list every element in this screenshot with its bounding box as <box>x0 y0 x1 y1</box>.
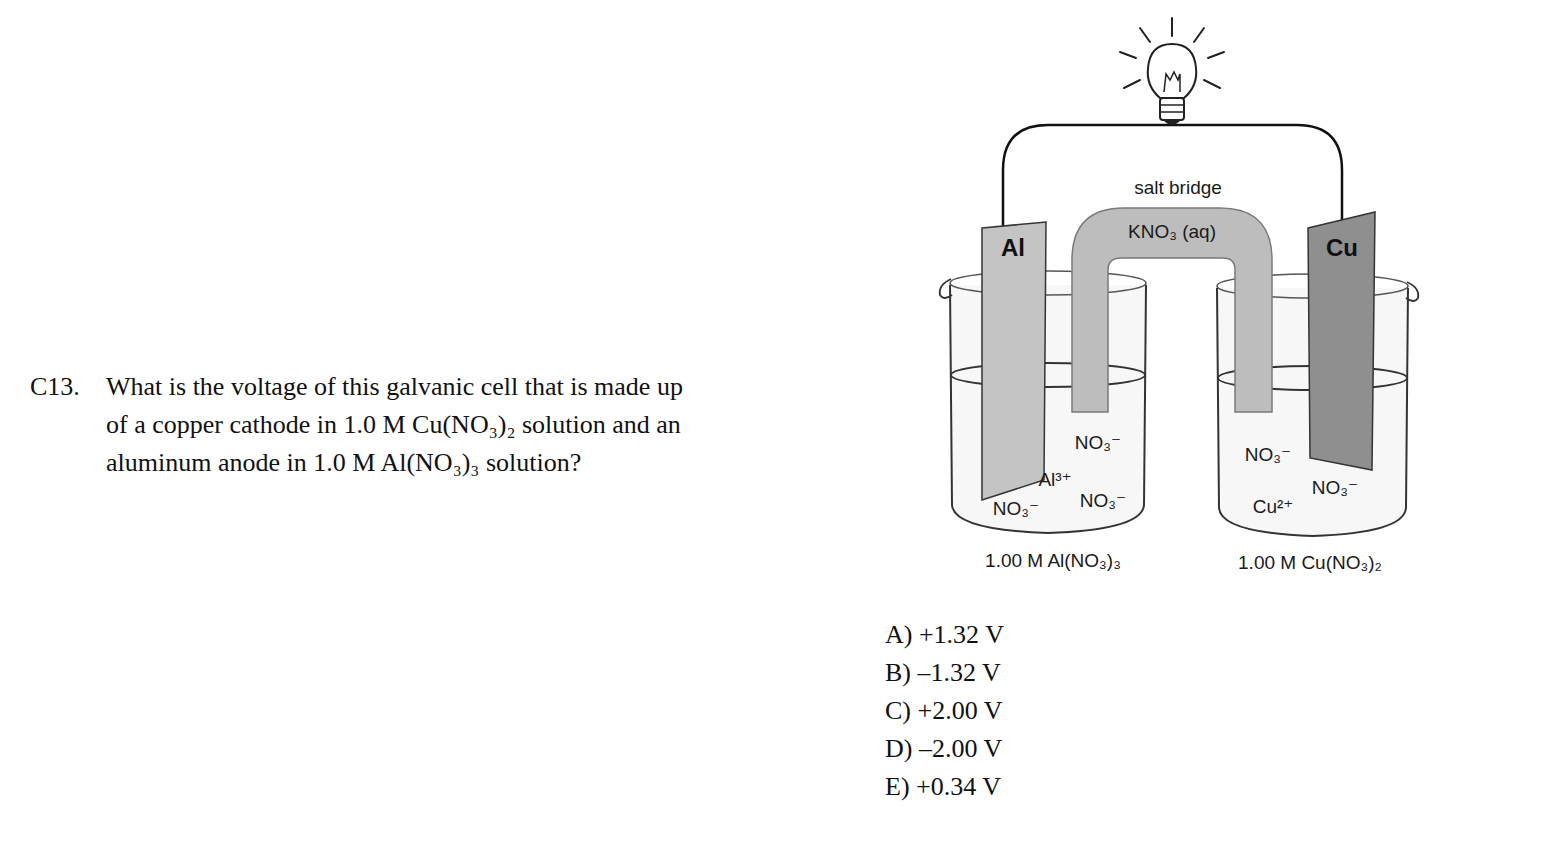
aluminum-electrode <box>982 222 1046 500</box>
salt-bridge: salt bridgeKNO₃ (aq) <box>1068 170 1274 415</box>
ion-label: Cu²⁺ <box>1253 496 1294 518</box>
salt-bridge-shape <box>1068 170 1274 415</box>
aluminum-nitrate-beaker: NO₃⁻Al³⁺NO₃⁻NO₃⁻1.00 M Al(NO₃)₃ <box>938 255 1158 540</box>
solution-surface <box>951 363 1145 387</box>
ion-label: NO₃⁻ <box>1245 444 1291 466</box>
beaker-rim <box>950 271 1146 295</box>
solution-formula: KNO₃ (aq) <box>1128 221 1216 243</box>
salt-bridge-tube <box>1072 208 1272 412</box>
part-name: salt bridge <box>1134 177 1222 199</box>
copper-electrode-box: Cu <box>1302 208 1382 478</box>
aluminum-electrode-box: Al <box>978 218 1050 508</box>
answer-choice: C) +2.00 V <box>885 692 1002 730</box>
answer-choice: B) –1.32 V <box>885 654 1001 692</box>
copper-electrode <box>1308 212 1375 470</box>
ion-label: NO₃⁻ <box>1312 477 1358 499</box>
beaker-wall <box>950 285 1146 533</box>
bulb-filament <box>1164 72 1180 92</box>
ion-label: NO₃⁻ <box>993 498 1039 520</box>
electrode-label: Al <box>1001 235 1025 261</box>
bulb-contact <box>1164 120 1180 124</box>
question-text: What is the voltage of this galvanic cel… <box>106 368 706 482</box>
ion-label: Al³⁺ <box>1038 469 1071 491</box>
beaker-spout <box>940 279 952 298</box>
answer-choice: D) –2.00 V <box>885 730 1002 768</box>
bulb-base <box>1160 98 1184 120</box>
beaker-label: 1.00 M Cu(NO₃)₂ <box>1238 552 1382 574</box>
beaker-spout <box>1406 282 1418 301</box>
bulb-glass <box>1148 44 1197 98</box>
aluminum-electrode-box-shape <box>978 218 1050 508</box>
bulb-thread <box>1160 104 1184 106</box>
beaker-label: 1.00 M Al(NO₃)₃ <box>985 550 1121 572</box>
ion-label: NO₃⁻ <box>1080 490 1126 512</box>
question-number: C13. <box>30 368 80 406</box>
answer-choice: A) +1.32 V <box>885 616 1004 654</box>
bulb-thread <box>1160 111 1184 113</box>
electrode-label: Cu <box>1326 235 1358 261</box>
ion-label: NO₃⁻ <box>1075 432 1121 454</box>
answer-choice: E) +0.34 V <box>885 768 1001 806</box>
